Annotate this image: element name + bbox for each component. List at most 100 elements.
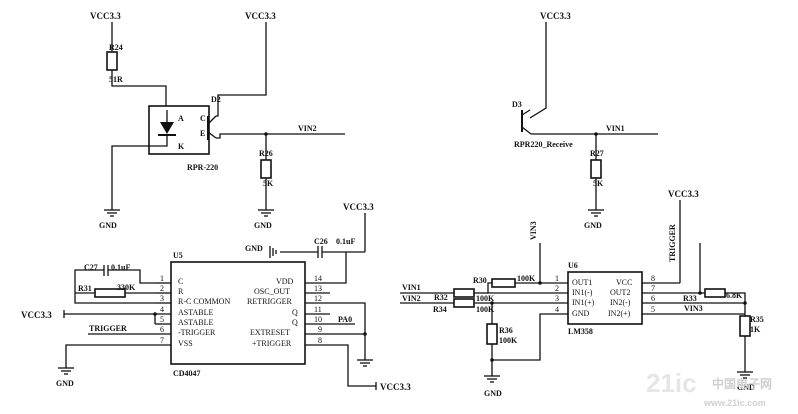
r35-ref: R35 — [750, 315, 764, 324]
vcc-label-u5-right: VCC3.3 — [343, 202, 374, 212]
receiver-section: VCC3.3 D3 RPR220_Receive VIN1 R27 5K GND — [512, 11, 658, 230]
r30-value: 100K — [517, 274, 536, 283]
vcc-label-d2: VCC3.3 — [245, 11, 276, 21]
d2-ref: D2 — [211, 95, 221, 104]
r24-ref: R24 — [109, 43, 123, 52]
resistor-r32 — [453, 288, 475, 298]
u5-pin14-num: 14 — [314, 274, 322, 283]
d2-pin-c: C — [200, 114, 206, 123]
wire-r24-anode — [111, 70, 167, 110]
resistor-r34 — [453, 298, 475, 308]
u5-pin13-name: OSC_OUT — [254, 287, 290, 296]
u5-pin13-num: 13 — [314, 284, 322, 293]
u5-pin1-num: 1 — [160, 274, 164, 283]
lm358-section: U6 LM358 OUT1 IN1(-) IN1(+) GND 1 2 3 4 … — [400, 189, 764, 398]
d2-part: RPR-220 — [187, 163, 218, 172]
wire-vdd — [305, 252, 347, 284]
u6-pin4-num: 4 — [555, 305, 559, 314]
u5-pin5-num: 5 — [160, 315, 164, 324]
r33-value: 6.8K — [726, 291, 743, 300]
watermark-cn: 中国电子网 — [712, 376, 772, 391]
c27-ref: C27 — [84, 263, 98, 272]
u5-pin6-name: -TRIGGER — [178, 328, 216, 337]
vin1-net-label: VIN1 — [606, 124, 625, 133]
u5-pin3-name: R-C COMMON — [178, 297, 230, 306]
r30-ref: R30 — [473, 276, 487, 285]
r31-ref: R31 — [78, 284, 92, 293]
u5-pin8-name: +TRIGGER — [252, 339, 292, 348]
vin1-net-label-u6: VIN1 — [402, 283, 421, 292]
u5-pin10-num: 10 — [314, 315, 322, 324]
u5-pin3-num: 3 — [160, 294, 164, 303]
vcc-label-d3: VCC3.3 — [540, 11, 571, 21]
r36-ref: R36 — [499, 326, 513, 335]
u5-pin6-num: 6 — [160, 325, 164, 334]
vin2-net-label-u6: VIN2 — [402, 294, 421, 303]
u5-ref: U5 — [173, 251, 183, 260]
u6-pin8-name: VCC — [616, 278, 632, 287]
gnd-label-u5: GND — [56, 379, 74, 388]
u6-pin1-name: OUT1 — [572, 278, 592, 287]
u6-pin6-num: 6 — [651, 294, 655, 303]
c26-value: 0.1uF — [336, 237, 355, 246]
wire-out1-vin3 — [539, 243, 568, 284]
wire-vcc-collector — [216, 22, 267, 117]
cd4047-section: U5 CD4047 C R R-C COMMON ASTABLE ASTABLE… — [21, 202, 411, 392]
u5-pin10-name: Q — [292, 318, 298, 327]
gnd-label-u6: GND — [484, 389, 502, 398]
u5-pin4-num: 4 — [160, 305, 164, 314]
u5-pin1-name: C — [178, 277, 183, 286]
c26-ref: C26 — [314, 237, 328, 246]
r31-value: 330K — [117, 283, 136, 292]
u5-pin11-num: 11 — [314, 305, 322, 314]
c27-value: 0.1uF — [111, 263, 130, 272]
u6-pin6-name: IN2(-) — [610, 298, 631, 307]
u6-pin5-name: IN2(+) — [608, 309, 631, 318]
vin3-net-label-right: VIN3 — [684, 304, 703, 313]
emitter-section: VCC3.3 R24 51R D2 RPR-220 A K C E GND VC… — [90, 11, 345, 230]
u5-pin2-name: R — [178, 287, 184, 296]
pa0-net-label: PA0 — [338, 315, 352, 324]
u5-pin9-name: EXTRESET — [250, 328, 290, 337]
d3-part: RPR220_Receive — [514, 140, 573, 149]
r35-value: 1K — [750, 325, 761, 334]
gnd-label-r35: GND — [737, 383, 755, 392]
r26-value: 5K — [263, 179, 274, 188]
u5-pin7-num: 7 — [160, 336, 164, 345]
wire-retrigger-gnd — [305, 302, 366, 360]
gnd-label-r27: GND — [584, 221, 602, 230]
u6-pin3-name: IN1(+) — [572, 298, 595, 307]
u6-part: LM358 — [568, 327, 593, 336]
u6-pin2-name: IN1(-) — [572, 288, 593, 297]
r36-value: 100K — [499, 336, 518, 345]
r27-ref: R27 — [590, 149, 604, 158]
gnd-label-c26: GND — [245, 244, 263, 253]
led-diode-icon — [160, 122, 174, 134]
u5-pin11-name: Q — [292, 308, 298, 317]
r24-value: 51R — [109, 75, 123, 84]
u5-pin8-num: 8 — [318, 336, 322, 345]
r34-value: 100K — [476, 305, 495, 314]
u5-pin5-name: ASTABLE — [178, 318, 213, 327]
resistor-r33 — [704, 288, 726, 298]
vcc-label-bottom: VCC3.3 — [380, 382, 411, 392]
wire-vcc-d3 — [529, 22, 547, 119]
wire-trigger-vcc — [305, 344, 376, 387]
wire-cathode-gnd — [111, 135, 168, 210]
d2-pin-e: E — [200, 129, 205, 138]
vin3-net-label-left: VIN3 — [529, 221, 538, 240]
resistor-r26 — [260, 159, 272, 179]
ic-u6 — [567, 271, 643, 325]
gnd-label-r26: GND — [254, 221, 272, 230]
d2-pin-a: A — [178, 114, 184, 123]
gnd-label-d2: GND — [99, 221, 117, 230]
wire-emitter — [216, 133, 266, 139]
r32-value: 100K — [476, 294, 495, 303]
watermark-url: www.21ic.com — [703, 398, 766, 408]
watermark: 21ic 中国电子网 www.21ic.com — [646, 368, 772, 408]
u6-pin3-num: 3 — [555, 294, 559, 303]
resistor-r35 — [739, 315, 751, 337]
vcc-label-u5: VCC3.3 — [21, 310, 52, 320]
r26-ref: R26 — [259, 149, 273, 158]
